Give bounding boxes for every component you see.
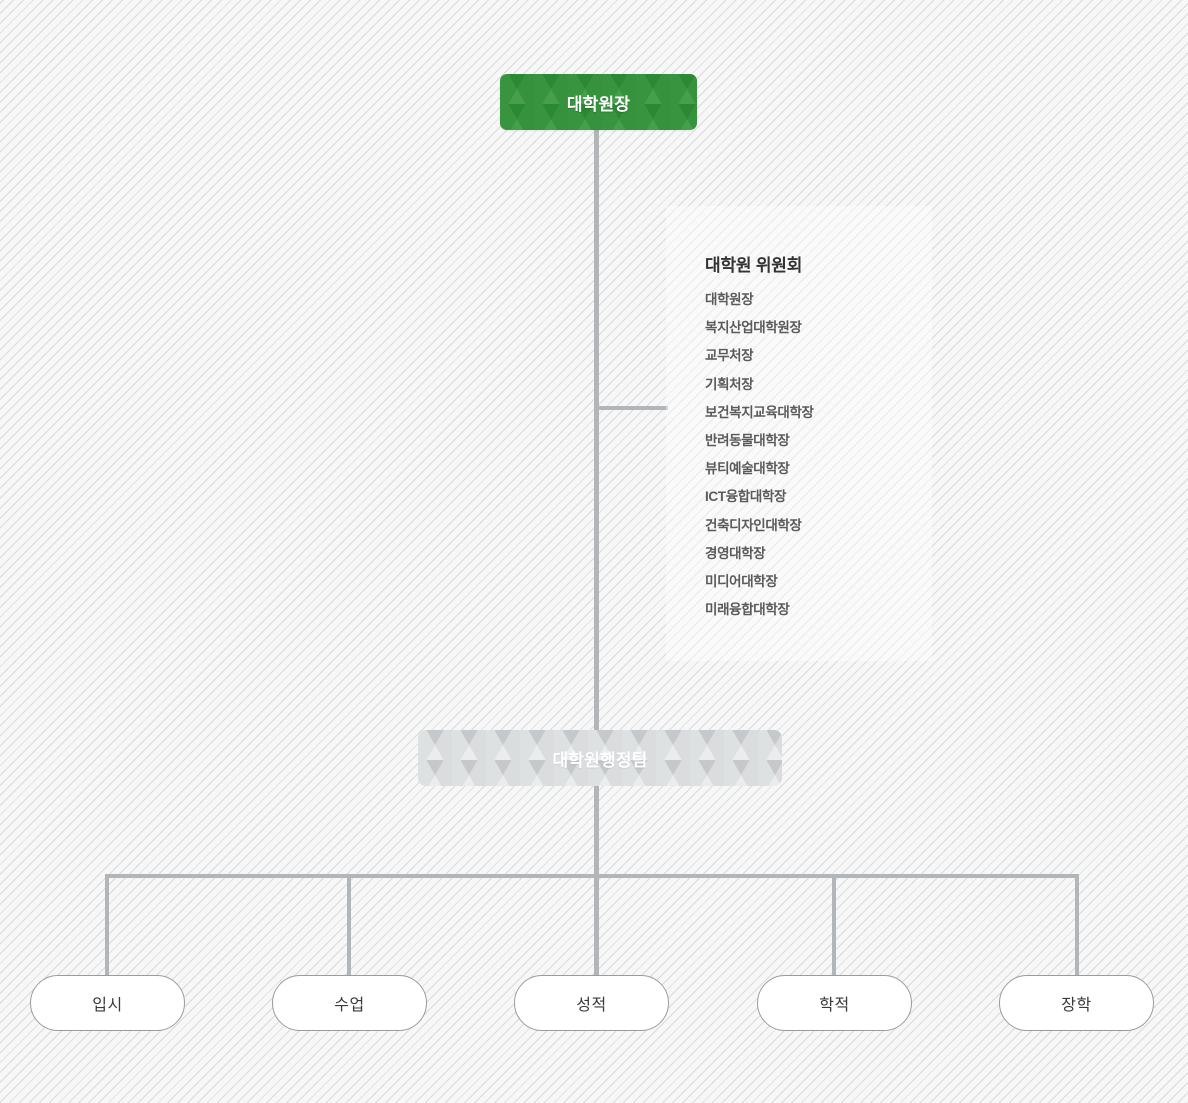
- connector-bus-to-leaf-3: [594, 874, 599, 975]
- node-label-leaf-1: 입시: [92, 997, 123, 1014]
- node-admissions[interactable]: 입시: [30, 975, 185, 1031]
- committee-title: 대학원 위원회: [705, 256, 803, 275]
- committee-member: 미래융합대학장: [705, 602, 790, 618]
- node-graduate-school-admin-team[interactable]: 대학원행정팀: [418, 730, 782, 786]
- node-label-leaf-5: 장학: [1061, 997, 1092, 1014]
- committee-member: 미디어대학장: [705, 574, 778, 590]
- node-classes[interactable]: 수업: [272, 975, 427, 1031]
- node-label-leaf-3: 성적: [576, 997, 607, 1014]
- committee-member: ICT융합대학장: [705, 489, 787, 505]
- committee-member: 반려동물대학장: [705, 433, 790, 449]
- connector-bus-to-leaf-5: [1075, 874, 1079, 975]
- committee-member: 보건복지교육대학장: [705, 404, 814, 420]
- node-label-leaf-2: 수업: [334, 997, 365, 1014]
- committee-member: 경영대학장: [705, 545, 766, 561]
- committee-member: 교무처장: [705, 348, 754, 364]
- panel-graduate-school-committee: 대학원 위원회 대학원장 복지산업대학원장 교무처장 기획처장 보건복지교육대학…: [666, 206, 932, 661]
- connector-bus-to-leaf-2: [347, 874, 351, 975]
- connector-distribution-bus: [105, 874, 1079, 878]
- node-graduate-school-dean[interactable]: 대학원장: [500, 74, 697, 130]
- node-label-root: 대학원장: [566, 94, 631, 114]
- committee-member: 뷰티예술대학장: [705, 461, 790, 477]
- committee-member: 기획처장: [705, 376, 754, 392]
- node-label-leaf-4: 학적: [819, 997, 850, 1014]
- committee-member: 건축디자인대학장: [705, 517, 802, 533]
- connector-root-to-committee: [594, 406, 668, 410]
- connector-admin-to-bus: [594, 786, 599, 878]
- committee-member-list: 대학원장 복지산업대학원장 교무처장 기획처장 보건복지교육대학장 반려동물대학…: [705, 286, 814, 624]
- connector-root-to-admin: [594, 130, 599, 730]
- connector-bus-to-leaf-4: [832, 874, 836, 975]
- node-grades[interactable]: 성적: [514, 975, 669, 1031]
- node-label-admin: 대학원행정팀: [552, 750, 648, 770]
- node-academic-records[interactable]: 학적: [757, 975, 912, 1031]
- committee-member: 대학원장: [705, 292, 754, 307]
- node-scholarship[interactable]: 장학: [999, 975, 1154, 1031]
- connector-bus-to-leaf-1: [105, 874, 109, 975]
- committee-member: 복지산업대학원장: [705, 320, 802, 336]
